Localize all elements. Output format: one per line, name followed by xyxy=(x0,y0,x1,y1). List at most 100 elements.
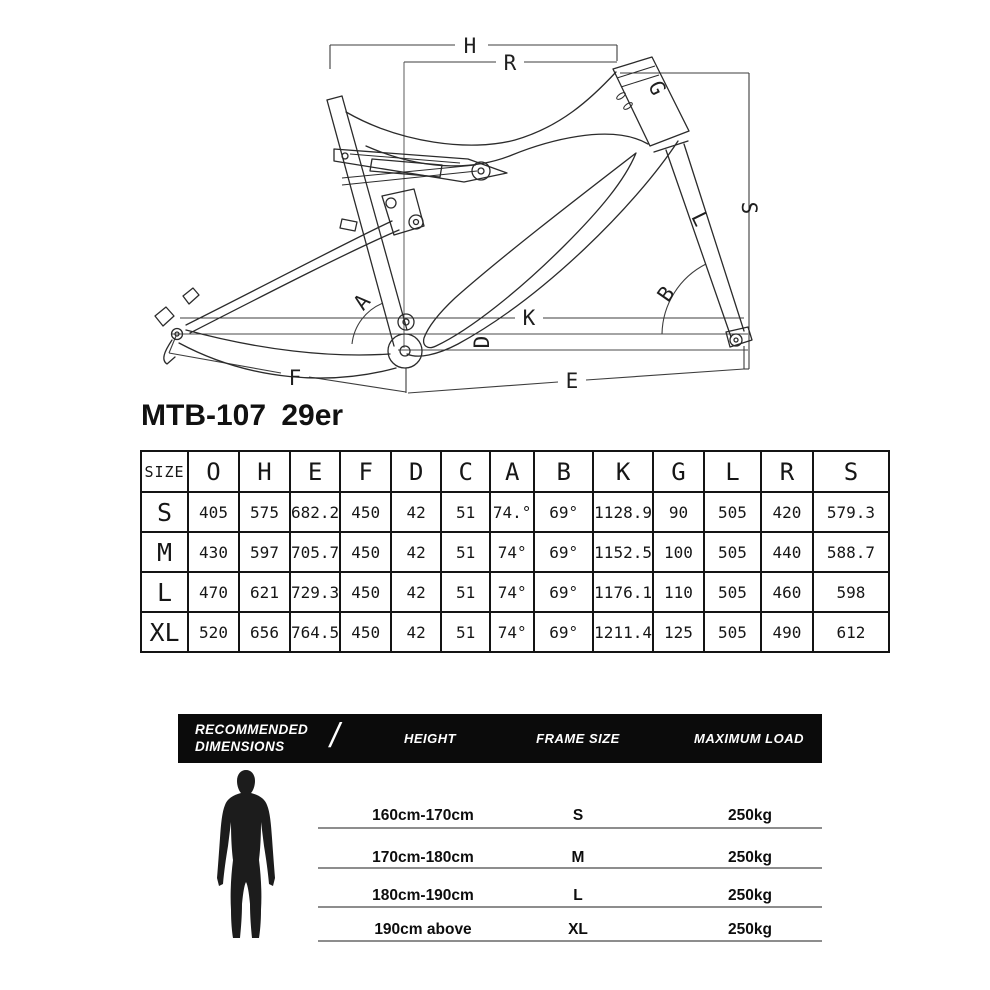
geometry-value-cell: 51 xyxy=(440,571,492,613)
geometry-size-cell: M xyxy=(140,531,189,573)
geometry-col-header: A xyxy=(489,450,536,493)
geometry-value-cell: 420 xyxy=(759,491,814,533)
geometry-col-header: E xyxy=(288,450,342,493)
recommended-col-height: HEIGHT xyxy=(403,731,457,746)
geometry-value-cell: 729.3 xyxy=(288,571,342,613)
dim-label-d: D xyxy=(470,336,494,349)
geometry-value-cell: 440 xyxy=(759,531,814,573)
geometry-value-cell: 1211.4 xyxy=(592,611,654,653)
geometry-value-cell: 90 xyxy=(651,491,705,533)
geometry-value-cell: 69° xyxy=(533,531,595,573)
rec-row-frame-size: XL xyxy=(568,921,588,938)
geometry-col-header: H xyxy=(238,450,291,493)
dim-label-k: K xyxy=(523,306,536,330)
geometry-value-cell: 490 xyxy=(759,611,814,653)
geometry-value-cell: 705.7 xyxy=(288,531,342,573)
geometry-value-cell: 505 xyxy=(702,611,762,653)
geometry-value-cell: 470 xyxy=(187,571,240,613)
dim-label-a: A xyxy=(349,289,376,314)
geometry-col-header: C xyxy=(440,450,492,493)
geometry-value-cell: 505 xyxy=(702,571,762,613)
dim-label-l: L xyxy=(686,208,713,230)
recommended-col-frame-size: FRAME SIZE xyxy=(536,731,620,746)
geometry-value-cell: 1152.5 xyxy=(592,531,654,573)
slash-separator: / xyxy=(330,717,340,755)
rec-row-divider xyxy=(318,906,822,908)
geometry-value-cell: 1176.1 xyxy=(592,571,654,613)
geometry-value-cell: 42 xyxy=(390,491,443,533)
geometry-col-header: B xyxy=(533,450,595,493)
geometry-value-cell: 51 xyxy=(440,491,492,533)
geometry-value-cell: 579.3 xyxy=(811,491,890,533)
geometry-value-cell: 505 xyxy=(702,531,762,573)
geometry-col-header: D xyxy=(390,450,443,493)
geometry-col-header: O xyxy=(187,450,240,493)
dim-label-e: E xyxy=(566,369,579,393)
geometry-value-cell: 69° xyxy=(533,611,595,653)
geometry-value-cell: 588.7 xyxy=(811,531,890,573)
geometry-size-cell: L xyxy=(140,571,189,613)
geometry-value-cell: 656 xyxy=(238,611,291,653)
geometry-value-cell: 450 xyxy=(339,611,393,653)
geometry-value-cell: 597 xyxy=(238,531,291,573)
recommended-title: RECOMMENDED DIMENSIONS xyxy=(195,722,309,754)
frame-artwork xyxy=(154,56,753,379)
geometry-value-cell: 520 xyxy=(187,611,240,653)
geometry-col-header: F xyxy=(339,450,393,493)
geometry-value-cell: 42 xyxy=(390,611,443,653)
geometry-col-header: L xyxy=(702,450,762,493)
geometry-value-cell: 682.2 xyxy=(288,491,342,533)
rec-row-divider xyxy=(318,867,822,869)
geometry-value-cell: 51 xyxy=(440,531,492,573)
page-title: MTB-107 29er xyxy=(141,399,344,432)
geometry-value-cell: 598 xyxy=(811,571,890,613)
recommended-col-max-load: MAXIMUM LOAD xyxy=(694,731,804,746)
geometry-value-cell: 430 xyxy=(187,531,240,573)
geometry-value-cell: 450 xyxy=(339,571,393,613)
rec-row-height: 180cm-190cm xyxy=(372,887,474,904)
rec-row-frame-size: S xyxy=(572,807,584,824)
geometry-value-cell: 74° xyxy=(489,531,536,573)
geometry-value-cell: 405 xyxy=(187,491,240,533)
rec-row-frame-size: L xyxy=(573,887,583,904)
geometry-size-cell: XL xyxy=(140,611,189,653)
rec-row-frame-size: M xyxy=(571,849,585,866)
geometry-value-cell: 110 xyxy=(651,571,705,613)
geometry-value-cell: 621 xyxy=(238,571,291,613)
rec-row-max-load: 250kg xyxy=(728,807,772,824)
rec-row-divider xyxy=(318,827,822,829)
dimension-labels: H R G S L B K A D E F xyxy=(289,34,761,393)
geometry-value-cell: 450 xyxy=(339,531,393,573)
geometry-value-cell: 51 xyxy=(440,611,492,653)
geometry-value-cell: 612 xyxy=(811,611,890,653)
geometry-col-header: S xyxy=(811,450,890,493)
rec-row-height: 190cm above xyxy=(374,921,472,938)
geometry-value-cell: 69° xyxy=(533,491,595,533)
geometry-col-header: R xyxy=(759,450,814,493)
geometry-value-cell: 74.° xyxy=(489,491,536,533)
geometry-value-cell: 505 xyxy=(702,491,762,533)
rec-row-divider xyxy=(318,940,822,942)
geometry-col-header: G xyxy=(651,450,705,493)
rec-row-max-load: 250kg xyxy=(728,849,772,866)
dim-label-s: S xyxy=(737,202,761,215)
geometry-value-cell: 460 xyxy=(759,571,814,613)
geometry-value-cell: 100 xyxy=(651,531,705,573)
dim-label-f: F xyxy=(289,366,302,390)
dim-label-b: B xyxy=(653,282,680,306)
dim-label-r: R xyxy=(504,51,517,75)
rec-row-max-load: 250kg xyxy=(728,887,772,904)
bike-frame-diagram: H R G S L B K A D E F xyxy=(154,34,761,394)
geometry-col-size-header: SIZE xyxy=(140,450,189,493)
geometry-size-cell: S xyxy=(140,491,189,533)
geometry-value-cell: 69° xyxy=(533,571,595,613)
recommended-header-bar: RECOMMENDED DIMENSIONS / HEIGHT FRAME SI… xyxy=(178,714,822,763)
geometry-col-header: K xyxy=(592,450,654,493)
rec-row-height: 160cm-170cm xyxy=(372,807,474,824)
